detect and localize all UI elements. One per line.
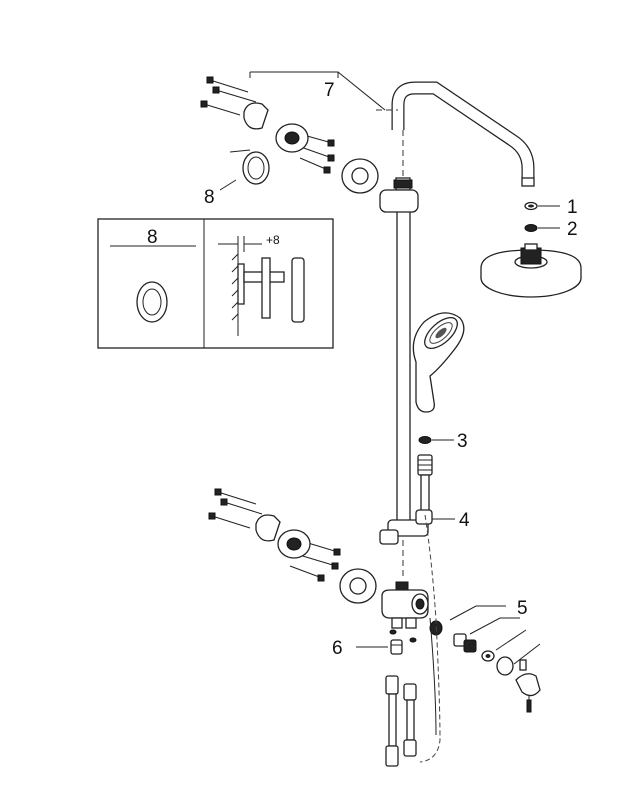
adapter-ring-8: [242, 151, 270, 185]
callout-1: 1: [567, 197, 578, 218]
detail-box-label: 8: [147, 227, 158, 248]
washer-2: [524, 224, 538, 232]
connector-6: [390, 639, 403, 655]
detail-offset-label: +8: [266, 233, 280, 247]
cartridge-assembly: [429, 620, 541, 713]
detail-box: [97, 218, 334, 349]
upper-rail-clamp: [379, 177, 419, 213]
callout-3: 3: [457, 431, 468, 452]
diverter-valve: [381, 581, 429, 643]
callout-4: 4: [459, 510, 470, 531]
head-shower: [480, 243, 582, 298]
hose-connector-upper: [417, 454, 433, 516]
lower-wall-bracket: [208, 488, 377, 604]
callout-6: 6: [332, 638, 343, 659]
callout-5: 5: [517, 598, 528, 619]
shower-arm: [391, 81, 535, 187]
upper-wall-bracket: [200, 76, 398, 194]
supply-hose-left: [385, 675, 399, 767]
callout-2: 2: [567, 219, 578, 240]
hand-shower: [412, 312, 465, 413]
washer-3: [418, 436, 432, 444]
hand-shower-slider: [379, 509, 433, 545]
callout-8: 8: [204, 187, 215, 208]
supply-hose-right: [403, 683, 417, 757]
callout-7: 7: [324, 80, 335, 101]
washer-1: [524, 201, 538, 211]
